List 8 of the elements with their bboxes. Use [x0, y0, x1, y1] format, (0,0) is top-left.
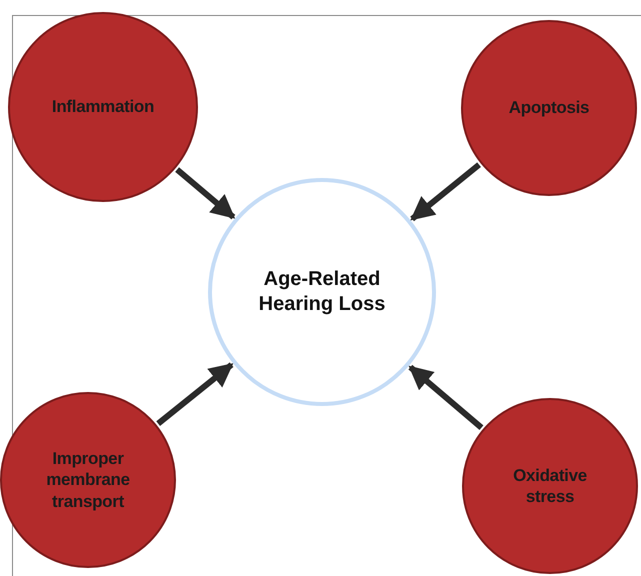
node-label: Improper membrane transport	[45, 448, 131, 512]
node-label: Age-Related Hearing Loss	[258, 267, 386, 317]
node-label: Apoptosis	[508, 97, 590, 119]
node-label: Oxidative stress	[512, 464, 588, 508]
node-label: Inflammation	[50, 96, 156, 118]
arrow	[175, 167, 236, 220]
arrow	[156, 362, 234, 426]
arrow	[410, 162, 481, 222]
